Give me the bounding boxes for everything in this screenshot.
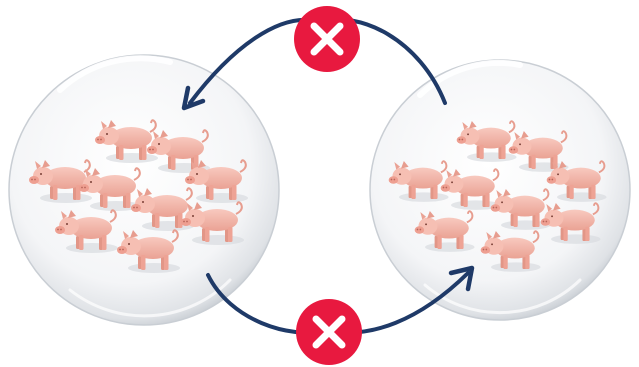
- left-herd-bubble: [9, 55, 279, 325]
- top-blocked-badge: [294, 6, 360, 72]
- bottom-blocked-badge: [296, 299, 362, 365]
